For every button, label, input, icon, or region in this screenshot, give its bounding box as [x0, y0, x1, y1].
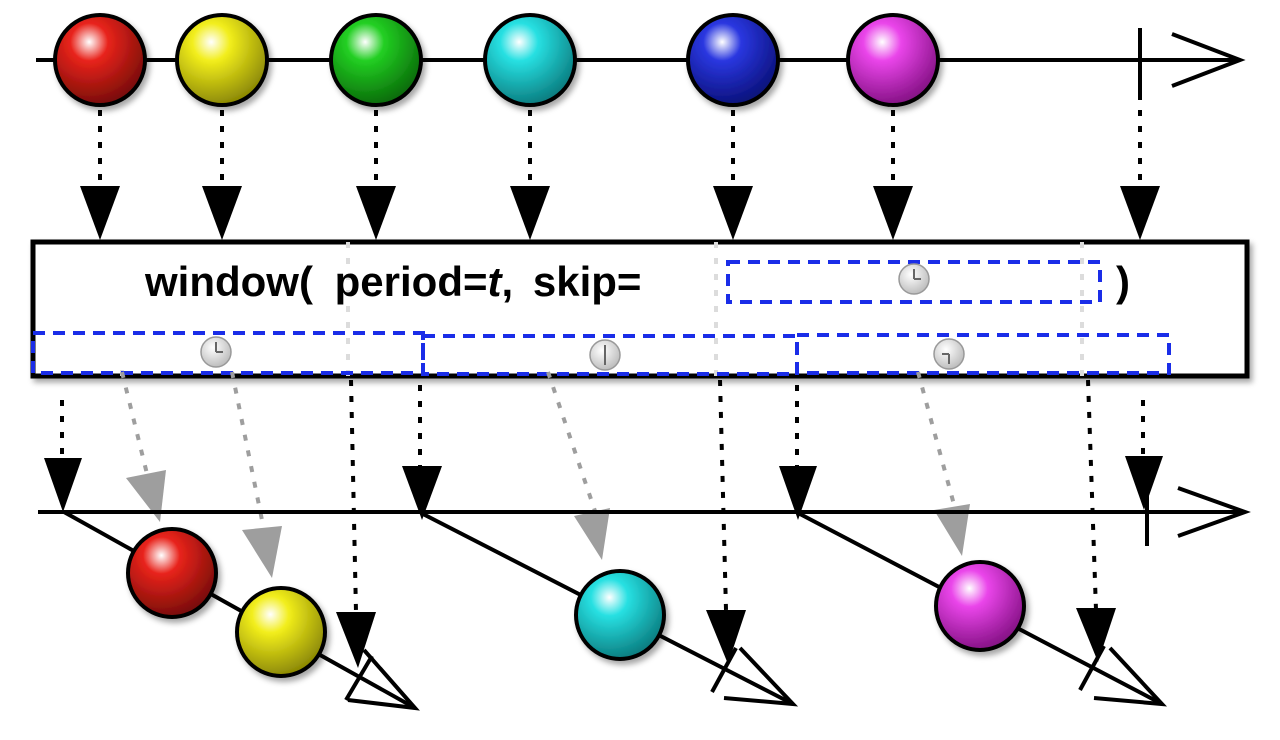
marble-red [53, 13, 147, 107]
skip-timer-box [726, 260, 1102, 304]
clock-icon [898, 263, 930, 295]
window-observable-3 [799, 512, 1168, 707]
period-box-2 [421, 334, 799, 376]
marble-blue [686, 13, 780, 107]
marble-yellow [235, 586, 327, 678]
output-timeline [38, 478, 1251, 546]
operator-box [30, 239, 1250, 379]
operator-label: window( period=t, skip= [144, 258, 641, 305]
window-open-arrowheads [44, 456, 1163, 520]
param-separator: , [502, 258, 514, 305]
ghost-item-arrowheads [126, 470, 970, 578]
source-marbles [53, 13, 940, 107]
clock-icon [589, 339, 621, 371]
marble-green [329, 13, 423, 107]
operator-name: window( [144, 258, 313, 305]
skip-param: skip= [533, 258, 642, 305]
marble-cyan [483, 13, 577, 107]
period-param: period= [335, 258, 488, 305]
input-arrows [98, 110, 1142, 192]
window-observable-2 [422, 512, 799, 707]
clock-icon [933, 338, 965, 370]
period-timer-boxes [31, 331, 1171, 376]
marble-yellow [175, 13, 269, 107]
input-arrowheads [80, 186, 1160, 240]
marble-cyan [574, 569, 666, 661]
marble-magenta [934, 560, 1026, 652]
window-3-close-tick [1078, 645, 1106, 691]
marble-magenta [846, 13, 940, 107]
window-1-close-tick [344, 654, 374, 702]
window-open-arrows [60, 385, 1145, 468]
period-box-3 [795, 333, 1171, 375]
window-close-arrows [349, 379, 1098, 613]
window-2-close-tick [710, 647, 738, 693]
marble-red [126, 527, 218, 619]
period-value: t [488, 258, 504, 305]
close-paren: ) [1116, 258, 1130, 305]
window-observable-1 [63, 510, 420, 711]
ghost-item-arrows [120, 371, 958, 531]
window-close-arrowheads [336, 608, 1116, 668]
clock-icon [200, 336, 232, 368]
